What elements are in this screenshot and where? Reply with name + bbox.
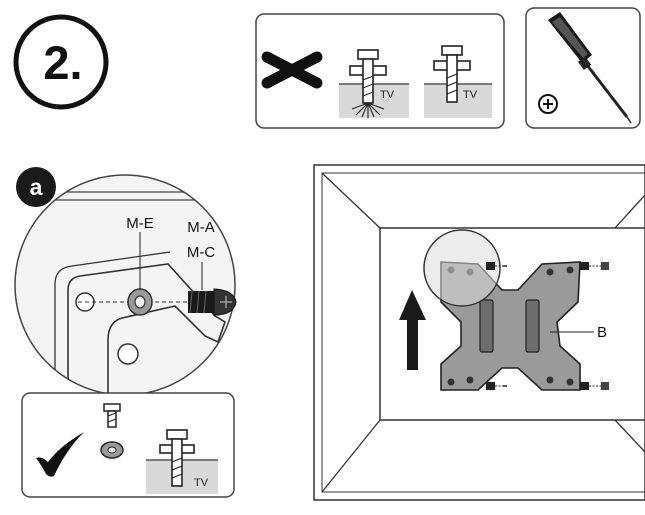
washer-label: M-E: [126, 215, 154, 232]
washer-icon: [127, 288, 153, 316]
screw-too-long-icon: [339, 49, 409, 118]
phillips-plus-icon: [538, 94, 558, 114]
arrow-up-icon: [399, 290, 426, 370]
tv-label-wrong-1: TV: [380, 89, 395, 101]
step-number: 2.: [43, 36, 82, 89]
correct-screw-panel: TV: [21, 392, 235, 498]
tv-label-wrong-2: TV: [463, 89, 478, 101]
screw-c-label: M-C: [187, 244, 215, 261]
bracket-label: B: [597, 324, 607, 341]
screw-small-icon: [580, 382, 609, 390]
screw-a-label: M-A: [187, 219, 215, 236]
wrong-screw-panel: TV TV: [255, 13, 505, 129]
screwdriver-panel: [525, 7, 641, 129]
screw-correct-icon: [146, 429, 218, 494]
detail-circle-a: M-E M-A M-C: [14, 174, 237, 396]
cross-icon: [261, 51, 323, 89]
tv-label-correct: TV: [194, 477, 209, 489]
screw-small-icon: [486, 382, 507, 390]
step-number-badge: 2.: [13, 14, 109, 110]
detail-badge-letter: a: [30, 174, 43, 200]
checkmark-icon: [36, 432, 84, 477]
phillips-screwdriver-icon: [548, 12, 632, 124]
screw-washer-icon: [100, 403, 124, 459]
screw-small-icon: [486, 262, 507, 270]
detail-badge: a: [16, 167, 56, 207]
screw-too-short-icon: [424, 45, 492, 118]
tv-back-view: B: [313, 164, 645, 501]
screw-small-icon: [580, 262, 609, 270]
bracket-screws: [486, 262, 609, 390]
zoom-highlight-circle: [423, 229, 501, 307]
screw-icon: [188, 288, 237, 316]
